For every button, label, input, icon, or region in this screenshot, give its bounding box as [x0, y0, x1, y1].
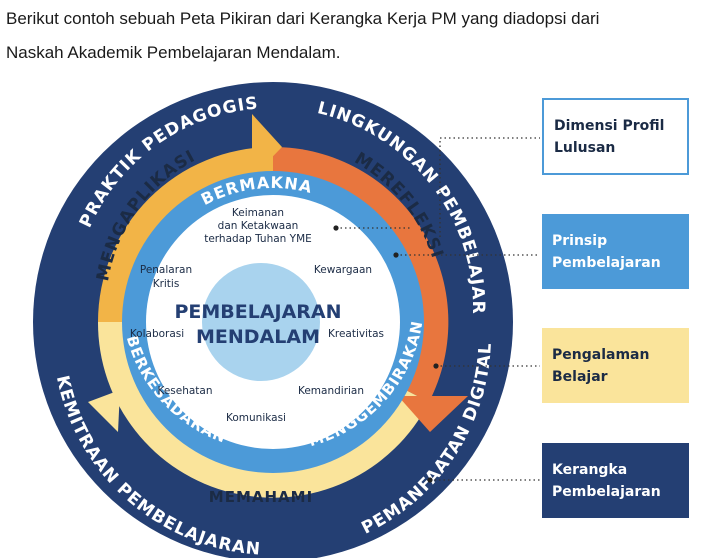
dim-keimanan-2: dan Ketakwaan — [218, 220, 299, 232]
dot-dimensi-icon — [333, 225, 339, 231]
dim-kemandirian: Kemandirian — [298, 385, 364, 397]
dim-kewargaan: Kewargaan — [314, 264, 372, 276]
dim-penalaran-1: Penalaran — [140, 264, 192, 276]
center-title-line-1: PEMBELAJARAN — [174, 301, 341, 323]
legend-pengalaman-belajar: Pengalaman Belajar — [542, 328, 689, 403]
center-circle — [202, 263, 320, 381]
dim-komunikasi: Komunikasi — [226, 412, 286, 424]
dim-kesehatan: Kesehatan — [157, 385, 212, 397]
dot-prinsip-icon — [393, 252, 399, 258]
intro-line-1: Berikut contoh sebuah Peta Pikiran dari … — [6, 9, 600, 28]
legend-kerangka-pembelajaran: Kerangka Pembelajaran — [542, 443, 689, 518]
merefleksi-arrow-icon — [398, 396, 468, 432]
intro-text: Berikut contoh sebuah Peta Pikiran dari … — [6, 2, 706, 70]
memahami-label: MEMAHAMI — [209, 488, 313, 506]
dim-kreativitas: Kreativitas — [328, 328, 384, 340]
legend-dimensi-profil: Dimensi Profil Lulusan — [542, 98, 689, 175]
dim-keimanan-1: Keimanan — [232, 207, 284, 219]
intro-line-2: Naskah Akademik Pembelajaran Mendalam. — [6, 43, 341, 62]
dot-kerangka-icon — [427, 477, 433, 483]
connector-dimensi — [439, 137, 540, 237]
memahami-arrow-icon — [88, 390, 120, 432]
center-title-line-2: MENDALAM — [196, 326, 320, 348]
dim-penalaran-2: Kritis — [153, 278, 180, 290]
dim-kolaborasi: Kolaborasi — [130, 328, 184, 340]
dot-pengalaman-icon — [433, 363, 439, 369]
legend-prinsip-pembelajaran: Prinsip Pembelajaran — [542, 214, 689, 289]
dim-keimanan-3: terhadap Tuhan YME — [204, 233, 312, 245]
mengaplikasi-arrow-icon — [252, 114, 282, 178]
